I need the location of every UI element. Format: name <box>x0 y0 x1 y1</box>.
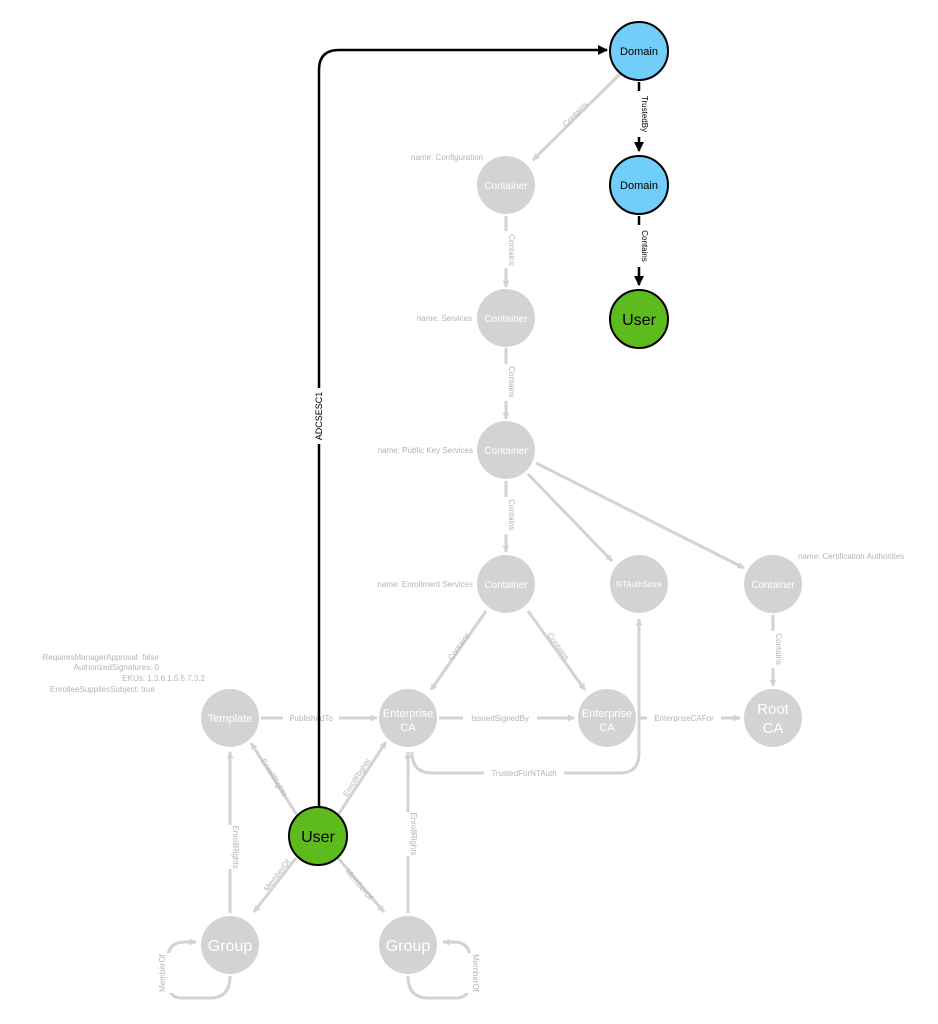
edge-trustedforntauth[interactable]: TrustedForNTAuth <box>410 618 643 779</box>
node-domain-mid[interactable]: Domain <box>609 155 669 215</box>
node-text: Enterprise <box>383 708 433 720</box>
node-text: CA <box>599 722 615 734</box>
edge-label: MemberOf <box>343 867 375 902</box>
edge-contains-domain-user[interactable]: Contains <box>634 216 649 286</box>
edge-label: TrustedForNTAuth <box>491 769 556 778</box>
edge-label: EnrollRights <box>231 825 240 868</box>
edge-label: EnrollRights <box>259 757 289 798</box>
node-container-configuration[interactable]: Container <box>477 156 535 214</box>
edge-enroll-user-template[interactable]: EnrollRights <box>249 742 299 816</box>
node-template[interactable]: Template <box>201 689 259 747</box>
template-property: RequiresManagerApproval: false <box>42 653 159 662</box>
node-text: Group <box>208 938 253 955</box>
edge-label: EnrollRights <box>341 757 372 798</box>
edge-label: Contains <box>640 230 649 262</box>
node-label-enrollment-services: name: Enrollment Services <box>377 580 473 589</box>
node-user-top[interactable]: User <box>609 289 669 349</box>
faded-edges: Contains Contains Contains Contains <box>158 71 783 1000</box>
edge-label: Contains <box>507 234 516 266</box>
node-text: Container <box>484 181 528 192</box>
edge-label: EnrollRights <box>409 812 418 855</box>
node-text: User <box>622 312 656 329</box>
node-enterprise-ca-left[interactable]: Enterprise CA <box>379 689 437 747</box>
edge-label: MemberOf <box>262 857 293 893</box>
edge-enroll-group-template[interactable]: EnrollRights <box>226 751 240 913</box>
edge-memberof-group-left-self[interactable]: MemberOf <box>158 938 232 1000</box>
node-text: Container <box>484 580 528 591</box>
nodes: Domain Domain User User Container Contai… <box>201 21 802 974</box>
node-text: Template <box>208 713 253 725</box>
edge-label: MemberOf <box>471 954 480 993</box>
edge-label: ADCSESC1 <box>314 392 324 441</box>
node-text: Container <box>484 446 528 457</box>
edge-contains-enroll-ca-right[interactable]: Contains <box>526 610 587 691</box>
node-text: Root <box>757 701 790 718</box>
node-text: CA <box>400 722 416 734</box>
active-edges: ADCSESC1 TrustedBy Contains <box>313 45 649 812</box>
node-text: Group <box>386 938 431 955</box>
node-text: Domain <box>620 46 658 58</box>
node-container-enrollment-services[interactable]: Container <box>477 555 535 613</box>
edge-adcsesc1[interactable]: ADCSESC1 <box>313 45 608 812</box>
edge-label: Contains <box>507 499 516 531</box>
template-property: EnrolleeSuppliesSubject: true <box>50 685 156 694</box>
node-text: User <box>301 829 335 846</box>
edge-pks-ntauthstore[interactable] <box>526 472 614 563</box>
node-text: Enterprise <box>582 708 632 720</box>
template-properties: RequiresManagerApproval: false Authorize… <box>42 653 205 694</box>
edge-contains-services-pks[interactable]: Contains <box>502 348 516 420</box>
node-group-right[interactable]: Group <box>379 916 437 974</box>
node-annotations: name: Configuration name: Services name:… <box>42 153 904 694</box>
edge-label: Contains <box>774 633 783 665</box>
node-ntauthstore[interactable]: NTAuthStore <box>610 555 668 613</box>
node-text: Container <box>751 580 795 591</box>
edge-issuedsignedby[interactable]: IssuedSignedBy <box>439 712 575 724</box>
node-group-left[interactable]: Group <box>201 916 259 974</box>
node-text: CA <box>763 720 784 737</box>
edge-label: Contains <box>561 100 590 129</box>
edge-label: IssuedSignedBy <box>471 714 529 723</box>
node-domain-top[interactable]: Domain <box>609 21 669 81</box>
node-container-public-key-services[interactable]: Container <box>477 421 535 479</box>
edge-memberof-user-group-left[interactable]: MemberOf <box>252 857 298 913</box>
node-text: Domain <box>620 180 658 192</box>
edge-contains-enroll-ca-left[interactable]: Contains <box>429 610 488 691</box>
node-label-certification-authorities: name: Certification Authorities <box>798 552 904 561</box>
template-property: EKUs: 1.3.6.1.5.5.7.3.2 <box>122 674 205 683</box>
node-user-bottom[interactable]: User <box>288 806 348 866</box>
edge-contains-config-services[interactable]: Contains <box>502 216 516 288</box>
node-label-configuration: name: Configuration <box>411 153 483 162</box>
edge-contains-domain-config[interactable]: Contains <box>531 71 623 162</box>
edge-enroll-user-ca[interactable]: EnrollRights <box>336 741 388 816</box>
template-property: AuthorizedSignatures: 0 <box>74 663 160 672</box>
edge-pks-certauth[interactable] <box>535 461 745 570</box>
edge-contains-pks-enroll[interactable]: Contains <box>502 481 516 553</box>
edge-label: MemberOf <box>158 953 167 992</box>
node-container-services[interactable]: Container <box>477 289 535 347</box>
node-enterprise-ca-right[interactable]: Enterprise CA <box>578 689 636 747</box>
edge-memberof-user-group-right[interactable]: MemberOf <box>336 857 386 913</box>
edge-label: Contains <box>507 366 516 398</box>
node-root-ca[interactable]: Root CA <box>744 689 802 747</box>
edge-trustedby[interactable]: TrustedBy <box>634 82 649 152</box>
edge-enterprisecafor[interactable]: EnterpriseCAFor <box>638 712 741 724</box>
node-text: NTAuthStore <box>616 580 662 589</box>
node-label-services: name: Services <box>417 314 472 323</box>
node-container-certification-authorities[interactable]: Container <box>744 555 802 613</box>
edge-label: EnterpriseCAFor <box>654 714 714 723</box>
edge-contains-certauth-root[interactable]: Contains <box>769 615 783 687</box>
edge-label: Contains <box>545 631 570 662</box>
edge-memberof-group-right-self[interactable]: MemberOf <box>406 938 480 1000</box>
node-label-public-key-services: name: Public Key Services <box>378 446 473 455</box>
node-text: Container <box>484 314 528 325</box>
edge-label: Contains <box>446 631 471 662</box>
edge-label: PublishedTo <box>289 714 333 723</box>
edge-enroll-group-ca[interactable]: EnrollRights <box>404 751 418 913</box>
edge-label: TrustedBy <box>640 96 649 132</box>
